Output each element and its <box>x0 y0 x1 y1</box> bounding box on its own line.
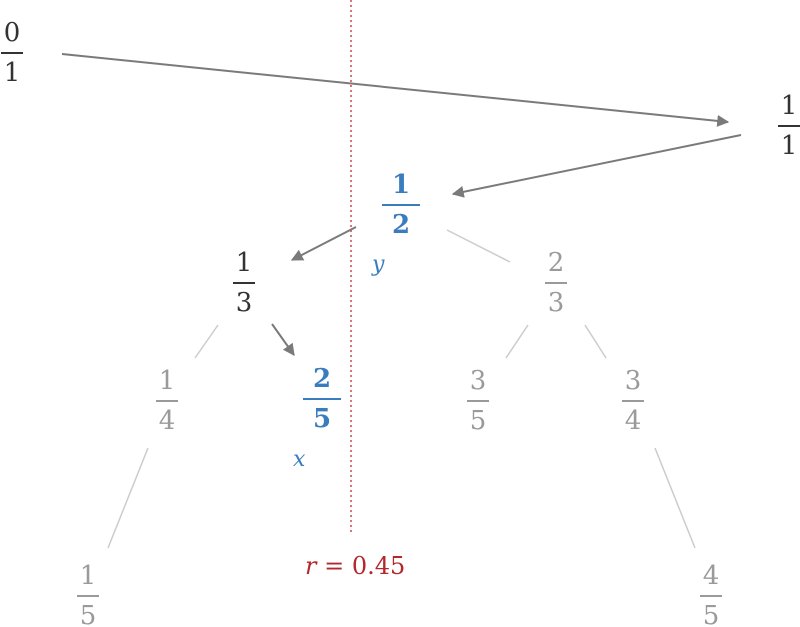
denominator: 5 <box>702 600 720 627</box>
fraction-bar <box>622 400 644 402</box>
numerator: 3 <box>624 366 642 396</box>
numerator: 0 <box>3 18 21 48</box>
numerator: 3 <box>469 366 487 396</box>
target-equation: = 0.45 <box>316 552 406 580</box>
arrow-one-to-half <box>451 134 742 198</box>
fraction-4-5: 4 5 <box>700 563 722 627</box>
denominator: 5 <box>312 404 332 434</box>
fraction-3-4: 3 4 <box>622 368 644 434</box>
numerator: 1 <box>780 91 798 121</box>
numerator: 2 <box>312 364 332 394</box>
fraction-1-1: 1 1 <box>778 93 800 159</box>
fraction-bar <box>467 400 489 402</box>
tree-edge-half-to-two-thirds <box>446 229 511 263</box>
target-variable: r <box>305 552 317 580</box>
fraction-1-5: 1 5 <box>77 563 99 627</box>
numerator: 1 <box>235 248 253 278</box>
denominator: 4 <box>158 405 176 436</box>
target-value-label: r = 0.45 <box>305 552 405 580</box>
numerator: 2 <box>547 248 565 278</box>
tree-edge-quarter-to-fifth <box>107 447 149 549</box>
fraction-1-2: 1 2 <box>382 172 420 238</box>
fraction-bar <box>382 204 420 206</box>
label-y: y <box>372 252 385 277</box>
fraction-2-5: 2 5 <box>303 366 341 432</box>
numerator: 1 <box>158 366 176 396</box>
numerator: 4 <box>702 561 720 591</box>
arrow-zero-to-one <box>61 53 730 127</box>
numerator: 1 <box>391 170 411 200</box>
tree-edge-two-thirds-to-three-fifths <box>505 324 529 359</box>
denominator: 4 <box>624 405 642 436</box>
fraction-bar <box>778 125 800 127</box>
fraction-0-1: 0 1 <box>1 20 23 86</box>
denominator: 5 <box>79 600 97 627</box>
fraction-bar <box>156 400 178 402</box>
fraction-bar <box>303 398 341 400</box>
label-x: x <box>293 447 306 472</box>
fraction-bar <box>77 595 99 597</box>
fraction-1-3: 1 3 <box>233 250 255 316</box>
fraction-bar <box>545 282 567 284</box>
tree-edge-third-to-quarter <box>194 324 219 359</box>
denominator: 1 <box>780 130 798 161</box>
denominator: 1 <box>3 57 21 88</box>
fraction-bar <box>233 282 255 284</box>
tree-edge-three-quarters-to-four-fifths <box>654 447 696 549</box>
arrow-third-to-two-fifths <box>271 323 295 356</box>
tree-edge-two-thirds-to-three-quarters <box>584 324 607 359</box>
denominator: 3 <box>547 287 565 318</box>
numerator: 1 <box>79 561 97 591</box>
fraction-1-4: 1 4 <box>156 368 178 434</box>
fraction-bar <box>700 595 722 597</box>
denominator: 2 <box>391 210 411 240</box>
denominator: 5 <box>469 405 487 436</box>
fraction-2-3: 2 3 <box>545 250 567 316</box>
arrow-half-to-third <box>290 226 357 261</box>
fraction-3-5: 3 5 <box>467 368 489 434</box>
denominator: 3 <box>235 287 253 318</box>
fraction-bar <box>1 52 23 54</box>
